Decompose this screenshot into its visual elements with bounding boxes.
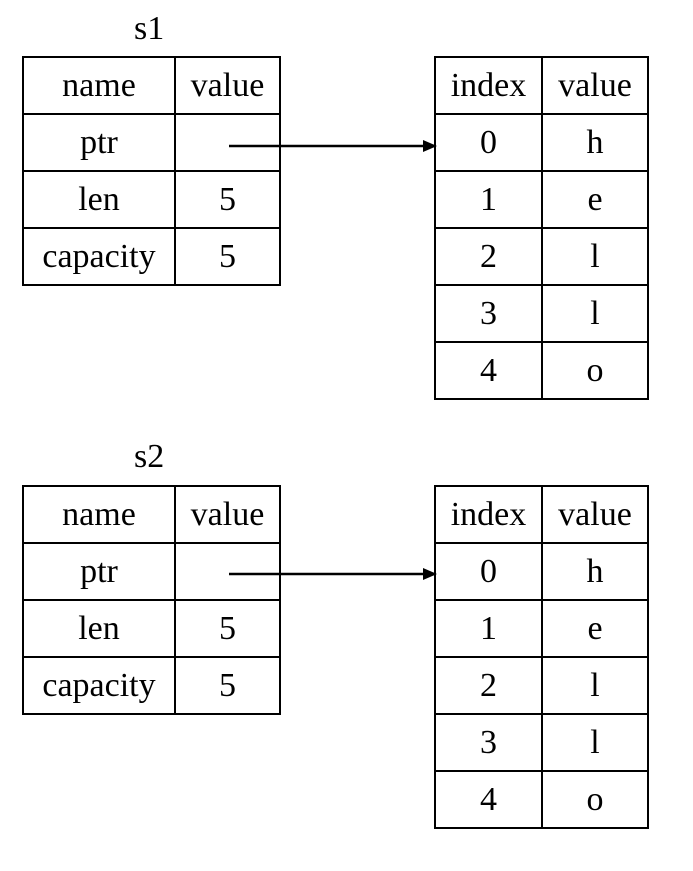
header-value: value <box>174 485 281 544</box>
header-index: index <box>434 56 543 115</box>
header-name: name <box>22 485 176 544</box>
index-cell: 2 <box>434 656 543 715</box>
index-cell: 0 <box>434 113 543 172</box>
char-cell: l <box>541 227 649 286</box>
table-header-row: name value <box>22 485 281 544</box>
table-row: 3 l <box>434 284 649 343</box>
table-row: 0 h <box>434 113 649 172</box>
table-row: len 5 <box>22 599 281 658</box>
field-value-capacity: 5 <box>174 227 281 286</box>
s2-metadata-table: name value ptr len 5 capacity 5 <box>22 485 281 715</box>
index-cell: 1 <box>434 170 543 229</box>
index-cell: 2 <box>434 227 543 286</box>
table-row: 4 o <box>434 341 649 400</box>
char-cell: o <box>541 770 649 829</box>
field-name-ptr: ptr <box>22 113 176 172</box>
header-value: value <box>541 56 649 115</box>
table-row: len 5 <box>22 170 281 229</box>
table-header-row: index value <box>434 485 649 544</box>
table-row: ptr <box>22 113 281 172</box>
index-cell: 1 <box>434 599 543 658</box>
char-cell: l <box>541 284 649 343</box>
field-value-len: 5 <box>174 599 281 658</box>
char-cell: o <box>541 341 649 400</box>
header-name: name <box>22 56 176 115</box>
field-name-capacity: capacity <box>22 227 176 286</box>
char-cell: h <box>541 113 649 172</box>
field-value-ptr <box>174 113 281 172</box>
field-name-capacity: capacity <box>22 656 176 715</box>
field-value-len: 5 <box>174 170 281 229</box>
char-cell: h <box>541 542 649 601</box>
table-header-row: index value <box>434 56 649 115</box>
field-value-capacity: 5 <box>174 656 281 715</box>
s2-title: s2 <box>134 438 165 475</box>
index-cell: 3 <box>434 713 543 772</box>
s1-metadata-table: name value ptr len 5 capacity 5 <box>22 56 281 286</box>
table-row: 2 l <box>434 227 649 286</box>
char-cell: l <box>541 713 649 772</box>
table-row: capacity 5 <box>22 227 281 286</box>
table-row: 3 l <box>434 713 649 772</box>
index-cell: 4 <box>434 341 543 400</box>
header-index: index <box>434 485 543 544</box>
char-cell: e <box>541 599 649 658</box>
field-name-ptr: ptr <box>22 542 176 601</box>
header-value: value <box>174 56 281 115</box>
index-cell: 4 <box>434 770 543 829</box>
table-row: 2 l <box>434 656 649 715</box>
index-cell: 3 <box>434 284 543 343</box>
table-row: 0 h <box>434 542 649 601</box>
table-header-row: name value <box>22 56 281 115</box>
field-name-len: len <box>22 599 176 658</box>
field-name-len: len <box>22 170 176 229</box>
field-value-ptr <box>174 542 281 601</box>
table-row: 1 e <box>434 170 649 229</box>
table-row: capacity 5 <box>22 656 281 715</box>
char-cell: l <box>541 656 649 715</box>
s1-title: s1 <box>134 10 165 47</box>
char-cell: e <box>541 170 649 229</box>
s1-heap-table: index value 0 h 1 e 2 l 3 l 4 o <box>434 56 649 400</box>
table-row: 1 e <box>434 599 649 658</box>
table-row: 4 o <box>434 770 649 829</box>
index-cell: 0 <box>434 542 543 601</box>
table-row: ptr <box>22 542 281 601</box>
header-value: value <box>541 485 649 544</box>
s2-heap-table: index value 0 h 1 e 2 l 3 l 4 o <box>434 485 649 829</box>
